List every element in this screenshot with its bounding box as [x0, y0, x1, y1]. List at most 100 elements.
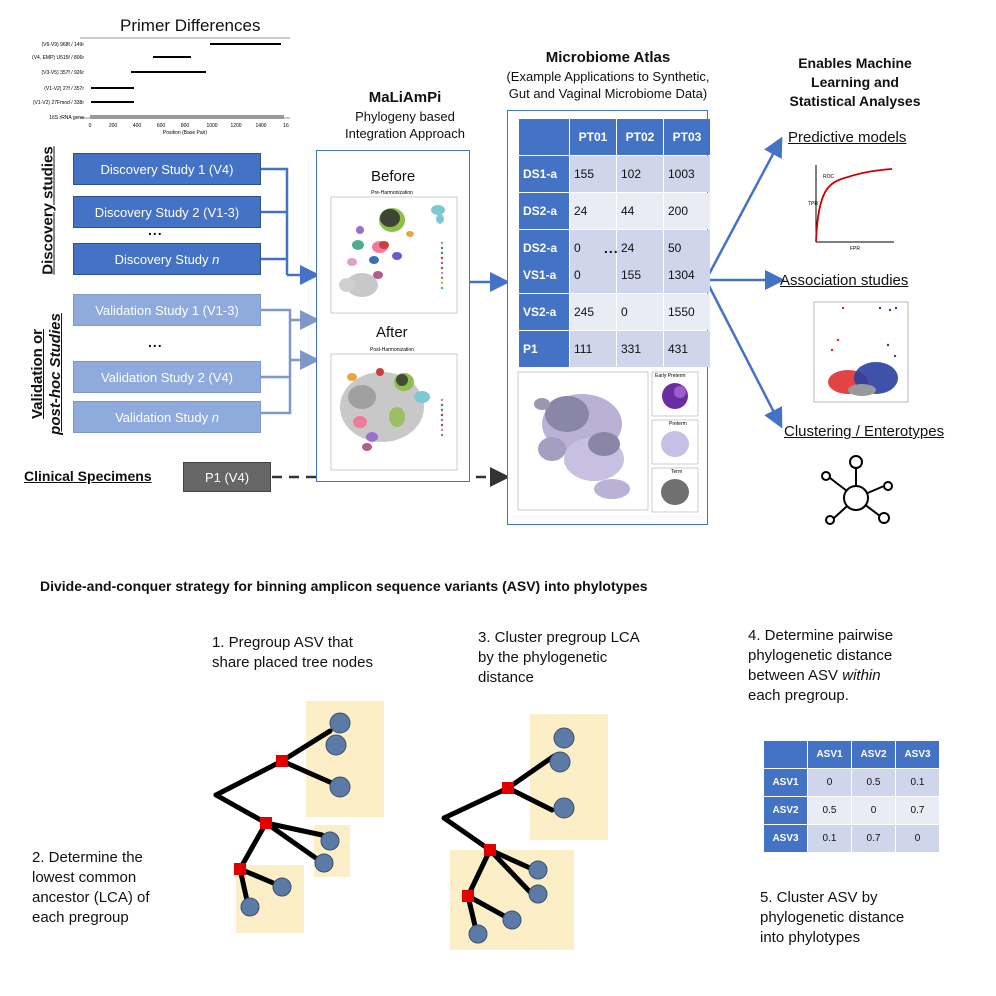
ml-title-1: Enables Machine	[798, 55, 912, 71]
clinical-p1-box[interactable]: P1 (V4)	[183, 462, 271, 492]
primer-gene-bar	[90, 115, 284, 119]
atlas-row-header: VS1-a	[519, 257, 569, 293]
step-3-line2: by the phylogenetic	[478, 649, 608, 666]
atlas-row-header: DS1-a	[519, 156, 569, 192]
atlas-cell: 1304	[664, 257, 710, 293]
predictive-models-label: Predictive models	[788, 129, 907, 146]
step-2-line1: 2. Determine the	[32, 849, 143, 866]
step-4-line4: each pregroup.	[748, 687, 849, 704]
step-2-line4: each pregroup	[32, 909, 129, 926]
primer-xtick: 1200	[230, 123, 241, 129]
after-label: After	[376, 324, 408, 341]
asv-leaf	[468, 924, 488, 944]
asv-leaf	[272, 877, 292, 897]
atlas-cell: 155	[617, 257, 663, 293]
primer-row-label: (V6-V9) 968f / 149r	[41, 42, 84, 48]
ml-header: Enables Machine Learning and Statistical…	[760, 54, 950, 111]
maliampi-sub2: Integration Approach	[345, 126, 465, 141]
step-5-line2: phylogenetic distance	[760, 909, 905, 926]
primer-xtick: 1400	[255, 123, 266, 129]
asv-col-header: ASV3	[896, 741, 939, 768]
panel-term: Term	[671, 469, 682, 475]
primer-row-label: (V4, EMP) U515f / 806r	[32, 55, 84, 61]
atlas-cell: 1003	[664, 156, 710, 192]
step-1-line1: 1. Pregroup ASV that	[212, 634, 353, 651]
discovery-ellipsis: ...	[148, 222, 163, 238]
step-4-line1: 4. Determine pairwise	[748, 627, 894, 644]
maliampi-header: MaLiAmPi Phylogeny based Integration App…	[330, 88, 480, 142]
primer-xtick: 400	[133, 123, 142, 129]
lca-node	[234, 863, 246, 875]
atlas-cell: 44	[617, 193, 663, 229]
asv-cell: 0	[852, 797, 895, 824]
volcano-plot	[813, 301, 909, 403]
atlas-cell: 155	[570, 156, 616, 192]
validation-study-1[interactable]: Validation Study 1 (V1-3)	[73, 294, 261, 326]
validation-study-n[interactable]: Validation Study n	[73, 401, 261, 433]
primer-row-label: (V1-V2) 27Fmod / 338r	[33, 100, 84, 106]
primer-title: Primer Differences	[120, 16, 261, 35]
validation-ellipsis: ...	[148, 334, 163, 350]
atlas-cell: 0	[570, 257, 616, 293]
atlas-header: Microbiome Atlas (Example Applications t…	[486, 48, 730, 102]
fpr-label: FPR	[850, 246, 860, 252]
roc-plot: ROC TPR FPR	[808, 165, 894, 252]
atlas-cell: 431	[664, 331, 710, 367]
validation-study-2[interactable]: Validation Study 2 (V4)	[73, 361, 261, 393]
step-3-line3: distance	[478, 669, 534, 686]
discovery-study-n[interactable]: Discovery Study n	[73, 243, 261, 275]
atlas-cell: 200	[664, 193, 710, 229]
atlas-row-header: DS2-a	[519, 193, 569, 229]
asv-leaf	[549, 751, 571, 773]
atlas-sub2: Gut and Vaginal Microbiome Data)	[508, 86, 708, 101]
asv-leaf	[528, 884, 548, 904]
step-5-line3: into phylotypes	[760, 929, 861, 946]
step-5-line1: 5. Cluster ASV by	[760, 889, 878, 906]
primer-row-label: 16S rRNA gene	[49, 115, 84, 121]
validation-study-n-label: Validation Study	[115, 409, 212, 425]
post-clusters	[340, 368, 430, 451]
atlas-ellipsis: ...	[604, 240, 619, 256]
lca-node	[484, 844, 496, 856]
atlas-table-top: PT01 PT02 PT03 DS1-a 155 102 1003 DS2-a …	[518, 118, 711, 267]
asv-cell: 0	[896, 825, 939, 852]
post-harmonization-title: Post-Harmonization	[370, 347, 414, 353]
asv-row-header: ASV2	[764, 797, 807, 824]
asv-leaf	[528, 860, 548, 880]
step-4-line2: phylogenetic distance	[748, 647, 893, 664]
asv-col-header: ASV2	[852, 741, 895, 768]
atlas-col-header: PT01	[570, 119, 616, 155]
post-harmonization-plot: Post-Harmonization	[330, 347, 458, 471]
discovery-study-1[interactable]: Discovery Study 1 (V4)	[73, 153, 261, 185]
post-legend	[440, 398, 444, 437]
primer-chart: (V6-V9) 968f / 149r (V4, EMP) U515f / 80…	[32, 37, 290, 136]
atlas-title: Microbiome Atlas	[545, 49, 671, 66]
maliampi-sub1: Phylogeny based	[355, 109, 455, 124]
primer-xtick: 1000	[206, 123, 217, 129]
discovery-study-2[interactable]: Discovery Study 2 (V1-3)	[73, 196, 261, 228]
atlas-row-header: P1	[519, 331, 569, 367]
asv-row-header: ASV1	[764, 769, 807, 796]
primer-xlabel: Position (Base Pair)	[163, 130, 208, 136]
step-4-line3a: between ASV	[748, 667, 843, 684]
atlas-cell: 102	[617, 156, 663, 192]
asv-leaf	[320, 831, 340, 851]
primer-xtick: 200	[109, 123, 118, 129]
lca-node	[462, 890, 474, 902]
atlas-sub1: (Example Applications to Synthetic,	[506, 69, 710, 84]
pre-clusters	[339, 205, 445, 297]
asv-row-header: ASV3	[764, 825, 807, 852]
bottom-title: Divide-and-conquer strategy for binning …	[40, 578, 648, 594]
step-4: 4. Determine pairwise phylogenetic dista…	[748, 626, 893, 706]
asv-cell: 0.7	[896, 797, 939, 824]
pre-legend	[440, 241, 444, 290]
pre-harmonization-plot: Pre-Harmonization	[330, 190, 458, 314]
atlas-cell: 245	[570, 294, 616, 330]
asv-distance-table: ASV1 ASV2 ASV3 ASV1 0 0.5 0.1 ASV2 0.5 0…	[763, 740, 940, 853]
step-3-line1: 3. Cluster pregroup LCA	[478, 629, 640, 646]
ml-title-3: Statistical Analyses	[789, 93, 921, 109]
step-2-line3: ancestor (LCA) of	[32, 889, 150, 906]
clustering-label: Clustering / Enterotypes	[784, 423, 945, 440]
before-label: Before	[371, 168, 416, 185]
discovery-study-n-label: Discovery Study	[114, 251, 213, 267]
